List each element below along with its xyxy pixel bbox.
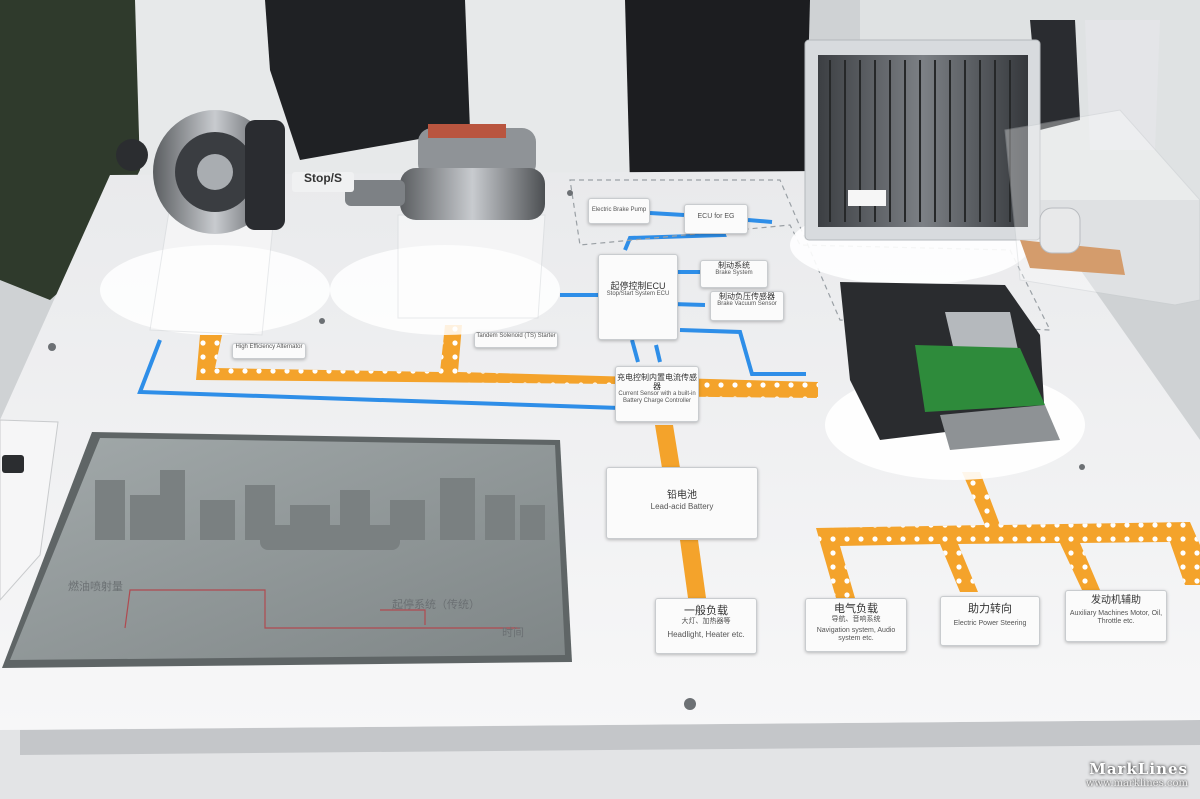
- watermark-url: www.marklines.com: [1085, 778, 1188, 789]
- brake-system-label: 制动系统 Brake System: [700, 260, 768, 288]
- battery-controller-unit: [840, 282, 1060, 450]
- screen-chart-line: [124, 589, 520, 629]
- brake-system-label-zh: 制动系统: [718, 261, 750, 270]
- person-right: [625, 0, 810, 190]
- table-edge-shadow: [20, 720, 1200, 755]
- alternator-label: High Efficiency Alternator: [232, 343, 306, 359]
- auxiliary-label-en: Auxiliary Machines Motor, Oil, Throttle …: [1069, 609, 1163, 625]
- alternator-label-en: High Efficiency Alternator: [235, 344, 303, 350]
- control-button[interactable]: [2, 455, 24, 473]
- power-steering-label-zh: 助力转向: [968, 603, 1012, 615]
- alternator: [116, 110, 285, 234]
- electric-brake-label: Electric Brake Pump: [588, 198, 650, 224]
- current-sensor-label-en: Current Sensor with a built-in Battery C…: [618, 391, 696, 405]
- general-load-label-sub: 大灯、加热器等: [681, 617, 731, 625]
- ecu-label-en: Stop/Start System ECU: [606, 291, 670, 298]
- battery-label-zh: 铅电池: [667, 490, 697, 501]
- screen-legend-fuel: 燃油喷射量: [68, 580, 123, 593]
- watermark-brand: MarkLines: [1089, 760, 1188, 778]
- battery-label-en: Lead-acid Battery: [650, 501, 714, 511]
- general-load-label-zh: 一般负载: [684, 605, 728, 617]
- starter-motor: [345, 124, 545, 220]
- ecu-label-zh: 起停控制ECU: [610, 281, 666, 291]
- brake-sensor-label: 制动负压传感器 Brake Vacuum Sensor: [710, 291, 784, 321]
- auxiliary-label-zh: 发动机辅助: [1091, 595, 1141, 606]
- electric-brake-label-en: Electric Brake Pump: [591, 207, 647, 213]
- auxiliary-label: 发动机辅助 Auxiliary Machines Motor, Oil, Thr…: [1065, 590, 1167, 642]
- brake-sensor-label-zh: 制动负压传感器: [719, 292, 775, 301]
- alternator-glow: [100, 245, 330, 335]
- person-white-shirt: [1085, 20, 1160, 150]
- person-center: [265, 0, 470, 160]
- brake-system-label-en: Brake System: [715, 270, 753, 277]
- general-load-label-en: Headlight, Heater etc.: [667, 629, 745, 639]
- radiator-module: [804, 39, 1041, 241]
- engine-ecu-label-en: ECU for EG: [697, 213, 735, 220]
- blue-signal-lines: [137, 211, 806, 410]
- info-screen: [2, 432, 572, 668]
- battery-label: 铅电池 Lead-acid Battery: [606, 467, 758, 539]
- power-steering-label-en: Electric Power Steering: [953, 619, 1027, 627]
- starter-label-en: Tandem Solenoid (TS) Starter: [476, 333, 556, 339]
- current-sensor-label-zh: 充电控制内置电流传感器: [617, 373, 697, 392]
- board-rivets: [48, 190, 1085, 710]
- general-load-label: 一般负载 大灯、加热器等 Headlight, Heater etc.: [655, 598, 757, 654]
- brake-sensor-label-en: Brake Vacuum Sensor: [717, 301, 777, 308]
- starter-label: Tandem Solenoid (TS) Starter: [474, 332, 558, 348]
- ecu-label: 起停控制ECU Stop/Start System ECU: [598, 254, 678, 340]
- board-heading: Stop/S: [292, 171, 354, 192]
- current-sensor-label: 充电控制内置电流传感器 Current Sensor with a built-…: [615, 366, 699, 422]
- engine-ecu-label: ECU for EG: [684, 204, 748, 234]
- electric-load-label-sub: 导航、音响系统: [831, 615, 881, 623]
- board-heading-text: Stop/S: [304, 171, 342, 185]
- watermark: MarkLines www.marklines.com: [1086, 760, 1188, 789]
- small-part: [1039, 207, 1081, 254]
- power-steering-label: 助力转向 Electric Power Steering: [940, 596, 1040, 646]
- screen-axis-time: 时间: [502, 626, 524, 639]
- screen-legend-start: 起停系统（传统）: [392, 598, 480, 611]
- starter-glow: [330, 245, 560, 335]
- person-far-right: [1030, 20, 1080, 130]
- starter-stand: [397, 214, 546, 319]
- electric-load-label-zh: 电气负载: [834, 603, 878, 615]
- screen-city-skyline: [95, 470, 545, 550]
- electric-load-label: 电气负载 导航、音响系统 Navigation system, Audio sy…: [805, 598, 907, 652]
- electric-load-label-en: Navigation system, Audio system etc.: [816, 626, 896, 642]
